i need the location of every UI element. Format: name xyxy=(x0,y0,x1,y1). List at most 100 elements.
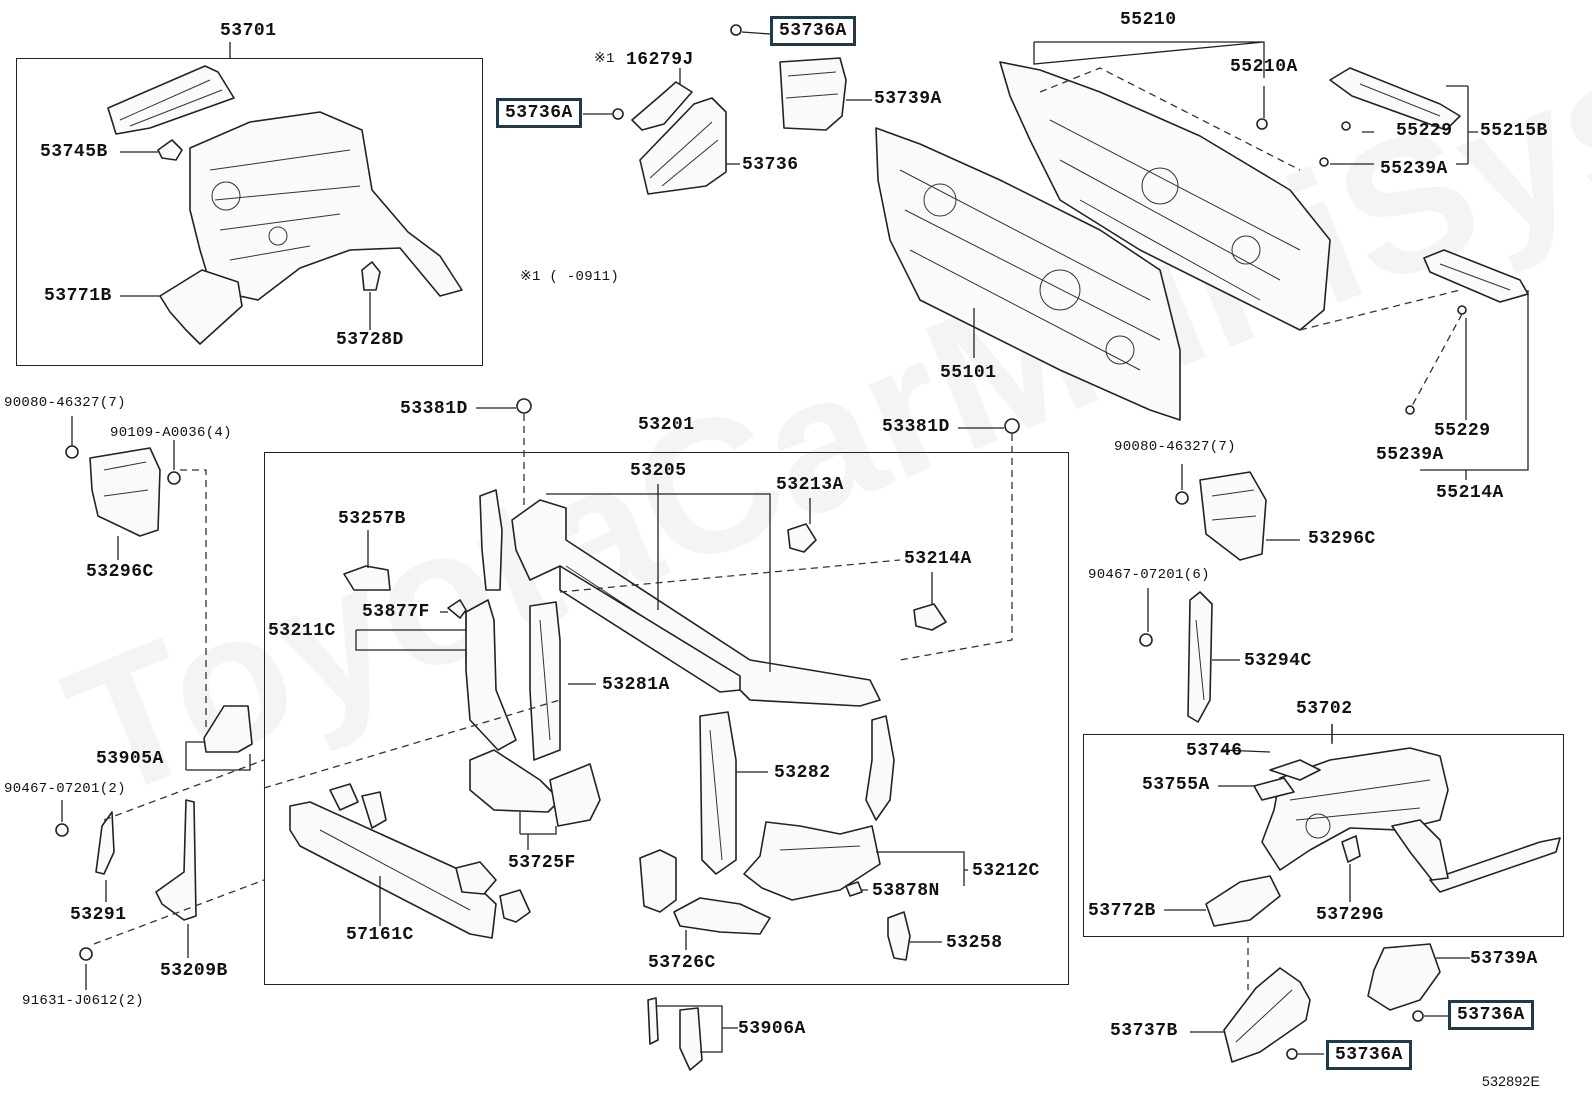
part-57161C-bracket-a xyxy=(329,783,359,811)
part-55239A-clip-bot xyxy=(1405,405,1415,415)
label-90080-left: 90080-46327(7) xyxy=(4,395,126,411)
label-53258: 53258 xyxy=(946,933,1003,953)
part-53878N xyxy=(845,881,863,897)
label-53736A-br2[interactable]: 53736A xyxy=(1326,1040,1412,1070)
label-53282: 53282 xyxy=(774,763,831,783)
label-16279J: 16279J xyxy=(626,50,694,70)
label-55214A: 55214A xyxy=(1436,483,1504,503)
label-53736A-top[interactable]: 53736A xyxy=(770,16,856,46)
label-53725F: 53725F xyxy=(508,853,576,873)
label-55239A-top: 55239A xyxy=(1380,159,1448,179)
part-53702-wheelhouse xyxy=(1391,819,1449,881)
part-53701-apron xyxy=(189,111,463,301)
part-53755A xyxy=(1253,777,1295,801)
label-53736A-left[interactable]: 53736A xyxy=(496,98,582,128)
label-53381D-right: 53381D xyxy=(882,417,950,437)
part-53739A-bot xyxy=(1367,943,1441,1011)
part-55210-insulator xyxy=(999,61,1331,331)
part-53211C-upper xyxy=(479,489,503,591)
part-53291 xyxy=(95,811,115,875)
part-53257B xyxy=(343,565,391,591)
part-53736A-clip-br2 xyxy=(1286,1048,1298,1060)
part-53745B-clip xyxy=(157,139,183,161)
label-53739A-top: 53739A xyxy=(874,89,942,109)
label-53281A: 53281A xyxy=(602,675,670,695)
label-53728D: 53728D xyxy=(336,330,404,350)
part-53725F-b xyxy=(549,763,601,827)
label-57161C: 57161C xyxy=(346,925,414,945)
label-90109: 90109-A0036(4) xyxy=(110,425,232,441)
label-90467-left: 90467-07201(2) xyxy=(4,781,126,797)
part-53905A xyxy=(203,705,253,753)
label-55229-top: 55229 xyxy=(1396,121,1453,141)
part-53772B xyxy=(1205,875,1281,927)
part-53296C-left xyxy=(89,447,161,537)
label-53726C: 53726C xyxy=(648,953,716,973)
label-91631: 91631-J0612(2) xyxy=(22,993,144,1009)
part-53739A xyxy=(779,57,847,131)
label-53257B: 53257B xyxy=(338,509,406,529)
label-53201: 53201 xyxy=(638,415,695,435)
part-53771B xyxy=(159,269,243,345)
part-53726C-lower xyxy=(673,897,771,935)
part-53282 xyxy=(699,711,737,875)
label-53294C: 53294C xyxy=(1244,651,1312,671)
part-53211C xyxy=(465,599,517,751)
label-53736A-br1[interactable]: 53736A xyxy=(1448,1000,1534,1030)
part-57161C xyxy=(289,801,497,939)
label-90080-right: 90080-46327(7) xyxy=(1114,439,1236,455)
part-53729G xyxy=(1341,835,1361,863)
part-53209B xyxy=(155,799,197,921)
label-53755A: 53755A xyxy=(1142,775,1210,795)
label-53772B: 53772B xyxy=(1088,901,1156,921)
label-53736: 53736 xyxy=(742,155,799,175)
label-53877F: 53877F xyxy=(362,602,430,622)
part-55229-bot xyxy=(1423,249,1529,303)
part-53877F xyxy=(447,599,467,619)
label-53291: 53291 xyxy=(70,905,127,925)
label-53205: 53205 xyxy=(630,461,687,481)
label-55229-bot: 55229 xyxy=(1434,421,1491,441)
label-53739A-bot: 53739A xyxy=(1470,949,1538,969)
label-53745B: 53745B xyxy=(40,142,108,162)
part-53736 xyxy=(639,97,727,195)
footnote-mark: ※1 xyxy=(594,51,615,67)
label-53296C-right: 53296C xyxy=(1308,529,1376,549)
part-55229-clip xyxy=(1341,121,1351,131)
part-91631-bolt xyxy=(79,947,93,961)
part-55229-top xyxy=(1329,67,1461,131)
part-53736A-clip-br1 xyxy=(1412,1010,1424,1022)
label-53771B: 53771B xyxy=(44,286,112,306)
label-55101: 55101 xyxy=(940,363,997,383)
label-55210A: 55210A xyxy=(1230,57,1298,77)
part-53726C xyxy=(639,849,677,913)
part-53213A xyxy=(787,523,817,553)
part-53745-bracket xyxy=(107,65,235,135)
part-55239A-clip-top xyxy=(1319,157,1329,167)
label-55210: 55210 xyxy=(1120,10,1177,30)
label-53878N: 53878N xyxy=(872,881,940,901)
part-53906A xyxy=(647,997,659,1045)
label-55239A-bot: 55239A xyxy=(1376,445,1444,465)
part-53381D-right xyxy=(1004,418,1020,434)
label-53381D-left: 53381D xyxy=(400,399,468,419)
part-53212C xyxy=(743,821,881,901)
label-53213A: 53213A xyxy=(776,475,844,495)
part-53736A-clip-top xyxy=(730,24,742,36)
label-53214A: 53214A xyxy=(904,549,972,569)
part-90080-bolt-right xyxy=(1175,491,1189,505)
group-frame-53201 xyxy=(264,452,1069,985)
part-53205-upper-support xyxy=(511,499,881,707)
part-90080-bolt-left xyxy=(65,445,79,459)
part-90109-bolt xyxy=(167,471,181,485)
part-53381D-left xyxy=(516,398,532,414)
label-53737B: 53737B xyxy=(1110,1021,1178,1041)
label-53729G: 53729G xyxy=(1316,905,1384,925)
part-57161C-bracket-b xyxy=(361,791,387,829)
part-53746 xyxy=(1269,759,1321,781)
label-53701: 53701 xyxy=(220,21,277,41)
part-53214A xyxy=(913,603,947,631)
label-90467-right: 90467-07201(6) xyxy=(1088,567,1210,583)
